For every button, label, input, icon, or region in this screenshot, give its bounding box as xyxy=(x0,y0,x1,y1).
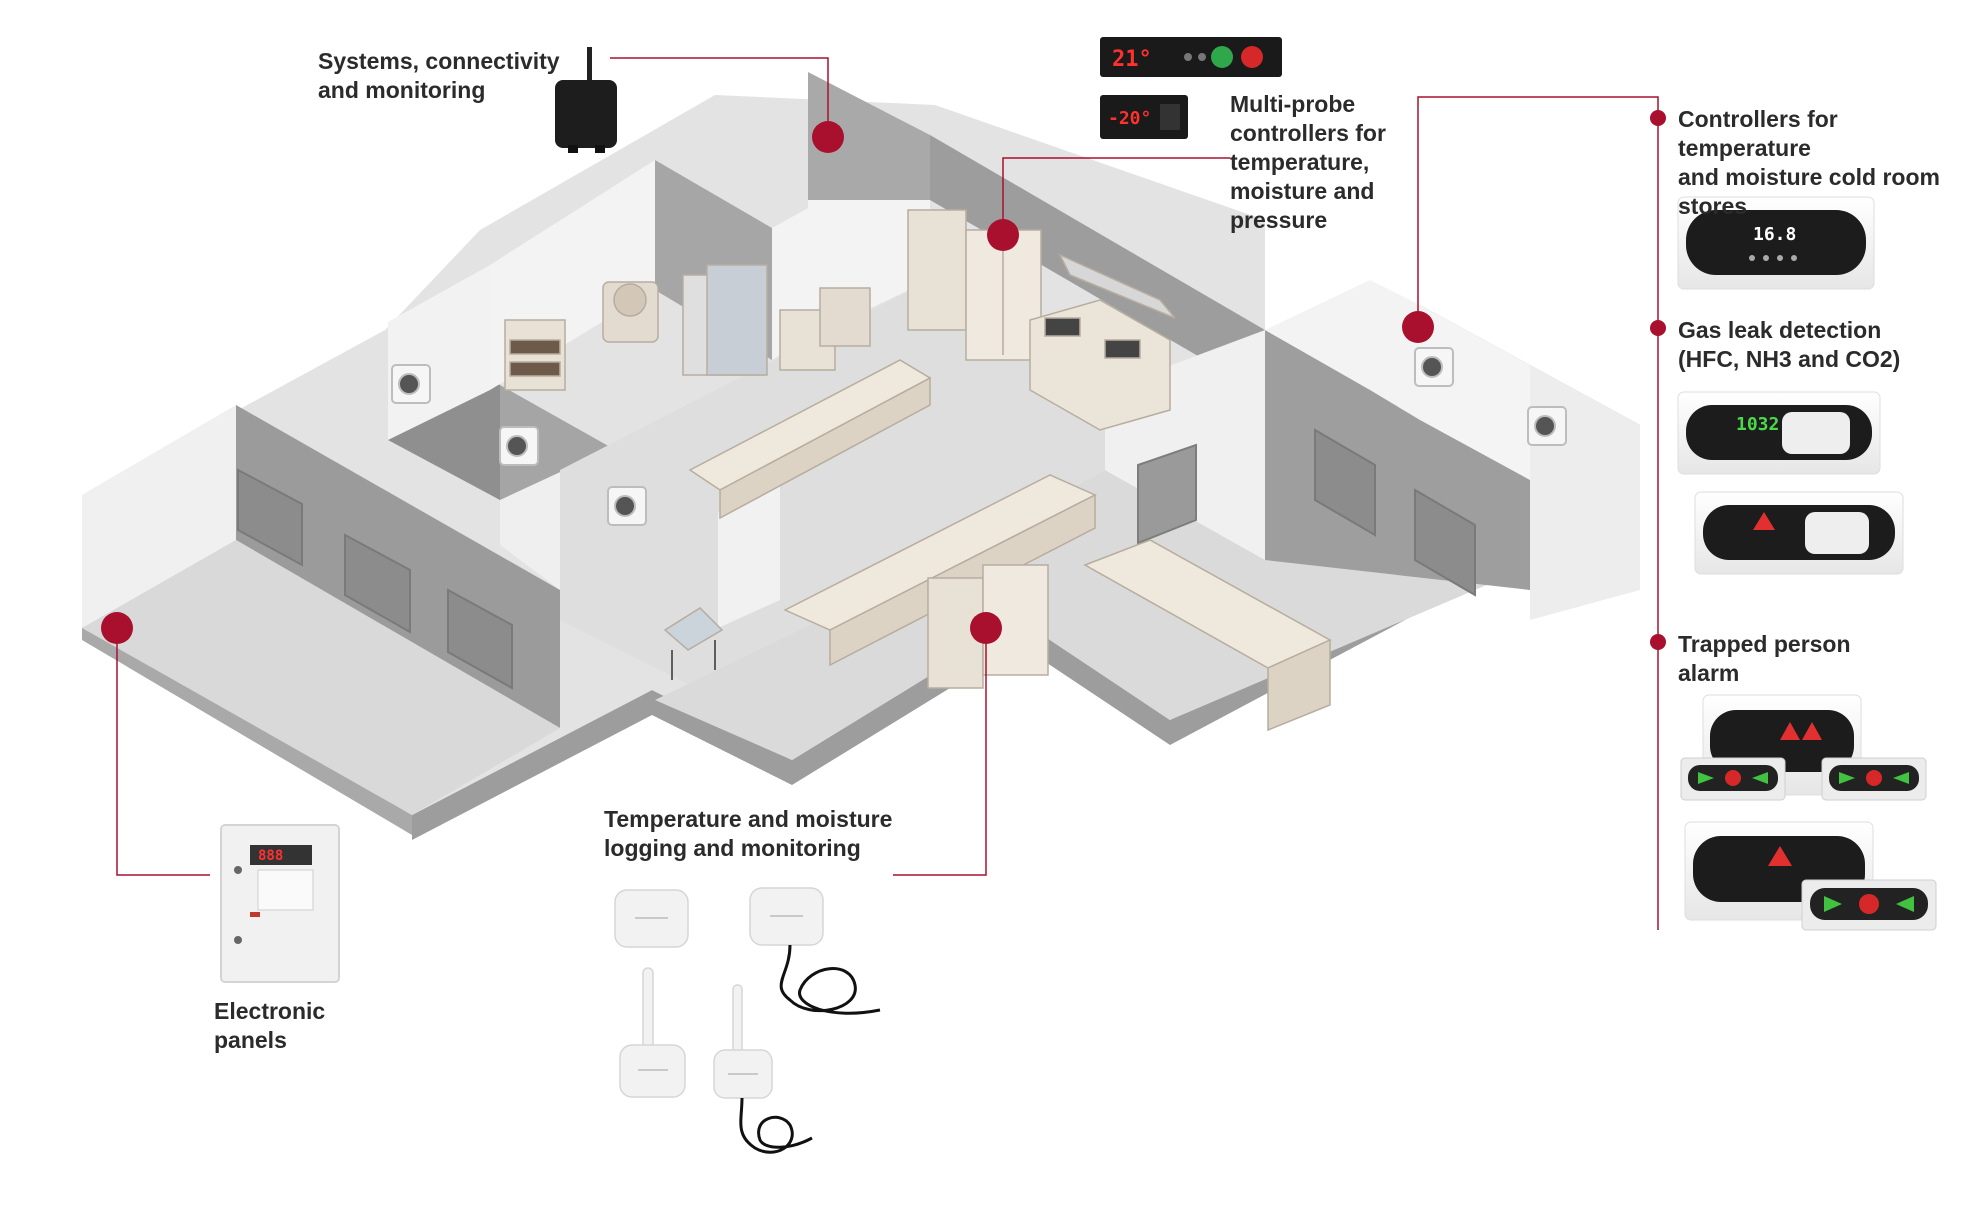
arrow-right-icon xyxy=(1698,772,1714,784)
cold-room-doors-left xyxy=(237,468,513,690)
cold-room-doors-right xyxy=(1314,428,1476,597)
exit-panel xyxy=(1821,757,1927,801)
label-cold-room-controllers: Controllers for temperature and moisture… xyxy=(1678,106,1940,219)
alarm-button-icon xyxy=(1866,770,1882,786)
label-trapped-person-alarm: Trapped person alarm xyxy=(1678,631,1851,686)
display-value: -20° xyxy=(1108,108,1151,129)
warning-icon xyxy=(1768,846,1792,866)
electronic-panel: 888 xyxy=(220,824,340,983)
condenser-fan-icon xyxy=(391,364,431,404)
alarm-button-icon xyxy=(1859,894,1879,914)
label-gas-leak-detection: Gas leak detection (HFC, NH3 and CO2) xyxy=(1678,317,1901,372)
cooking-line xyxy=(1029,299,1171,431)
wall-right-room-front xyxy=(1530,365,1640,620)
hotspot-cold-room[interactable] xyxy=(1402,311,1434,343)
work-tables-back xyxy=(688,359,932,520)
display-value: 888 xyxy=(258,848,283,864)
wall-right-room-back xyxy=(1265,280,1420,420)
floor-cold-room-left xyxy=(82,540,560,815)
callout-lines xyxy=(116,57,1659,930)
logger-device xyxy=(619,1044,686,1098)
label-logging-monitoring: Temperature and moisture logging and mon… xyxy=(604,806,893,861)
callout-line-panels xyxy=(116,628,210,876)
arrow-right-icon xyxy=(1824,896,1842,912)
warning-icon xyxy=(1802,722,1822,740)
bullet-trapped xyxy=(1650,634,1666,650)
display-value: 16.8 xyxy=(1753,224,1796,245)
arrow-right-icon xyxy=(1839,772,1855,784)
bullet-gas-leak xyxy=(1650,320,1666,336)
sink xyxy=(663,607,724,680)
exit-panel xyxy=(1801,879,1937,931)
callout-line-controllers xyxy=(1417,96,1659,930)
arrow-left-icon xyxy=(1896,896,1914,912)
exit-panel xyxy=(1680,757,1786,801)
kitchen-equipment xyxy=(504,209,1332,732)
floor-slab-edge xyxy=(412,470,1640,840)
display-value: 21° xyxy=(1112,47,1152,72)
wall-center-pillar xyxy=(718,485,780,628)
trapped-alarm-set-bottom xyxy=(1684,821,1937,931)
hotspot-logging[interactable] xyxy=(970,612,1002,644)
hotspot-multi-probe[interactable] xyxy=(987,219,1019,251)
warning-icon xyxy=(1753,512,1775,530)
building-floorplan xyxy=(82,72,1640,840)
extractor-hood xyxy=(1058,253,1176,319)
probe-cable xyxy=(739,1097,813,1154)
arrow-left-icon xyxy=(1752,772,1768,784)
floor-kitchen xyxy=(560,280,1105,700)
oven xyxy=(504,319,566,391)
condensing-units xyxy=(391,347,1567,526)
gas-detector-top: 1032 xyxy=(1677,391,1881,475)
gas-detector-bottom xyxy=(1694,491,1904,575)
work-tables-right xyxy=(1083,539,1332,732)
condenser-fan-icon xyxy=(1527,406,1567,446)
mixer xyxy=(602,281,659,343)
condenser-fan-icon xyxy=(499,426,539,466)
wall-cold-room-left-side xyxy=(82,405,236,628)
display-value: 1032 xyxy=(1736,414,1779,435)
label-systems: Systems, connectivity and monitoring xyxy=(318,48,560,103)
green-button-icon xyxy=(1211,46,1233,68)
logger-antenna xyxy=(732,984,743,1056)
hotspot-panels[interactable] xyxy=(101,612,133,644)
multi-probe-controller-top: 21° xyxy=(1100,37,1282,77)
probe-cable xyxy=(779,944,881,1015)
arrow-left-icon xyxy=(1893,772,1909,784)
wall-back-right xyxy=(930,135,1265,395)
logger-antenna xyxy=(642,967,654,1049)
label-multi-probe: Multi-probe controllers for temperature,… xyxy=(1230,91,1386,233)
data-loggers xyxy=(614,887,881,1154)
bullet-controllers xyxy=(1650,110,1666,126)
alarm-button-icon xyxy=(1725,770,1741,786)
callout-line-systems xyxy=(610,57,829,137)
refrigerator-cabinet xyxy=(682,264,768,376)
callout-line-multi-probe xyxy=(1002,157,1230,235)
cold-room-controller: 16.8 xyxy=(1677,196,1875,290)
hotspot-markers xyxy=(101,110,1666,650)
callout-line-logging xyxy=(893,628,987,876)
label-electronic-panels: Electronic panels xyxy=(214,998,326,1053)
hotspot-systems[interactable] xyxy=(812,121,844,153)
warning-icon xyxy=(1780,722,1800,740)
condenser-fan-icon xyxy=(607,486,647,526)
gateway-device xyxy=(555,47,617,153)
trapped-alarm-set-top xyxy=(1680,694,1927,801)
red-button-icon xyxy=(1241,46,1263,68)
cooker xyxy=(779,287,871,371)
condenser-fan-icon xyxy=(1414,347,1454,387)
wall-back-dark xyxy=(808,72,930,200)
multi-probe-controller-bottom: -20° xyxy=(1100,95,1188,139)
tall-cabinet xyxy=(907,209,1042,361)
kitchen-door xyxy=(1137,443,1197,545)
